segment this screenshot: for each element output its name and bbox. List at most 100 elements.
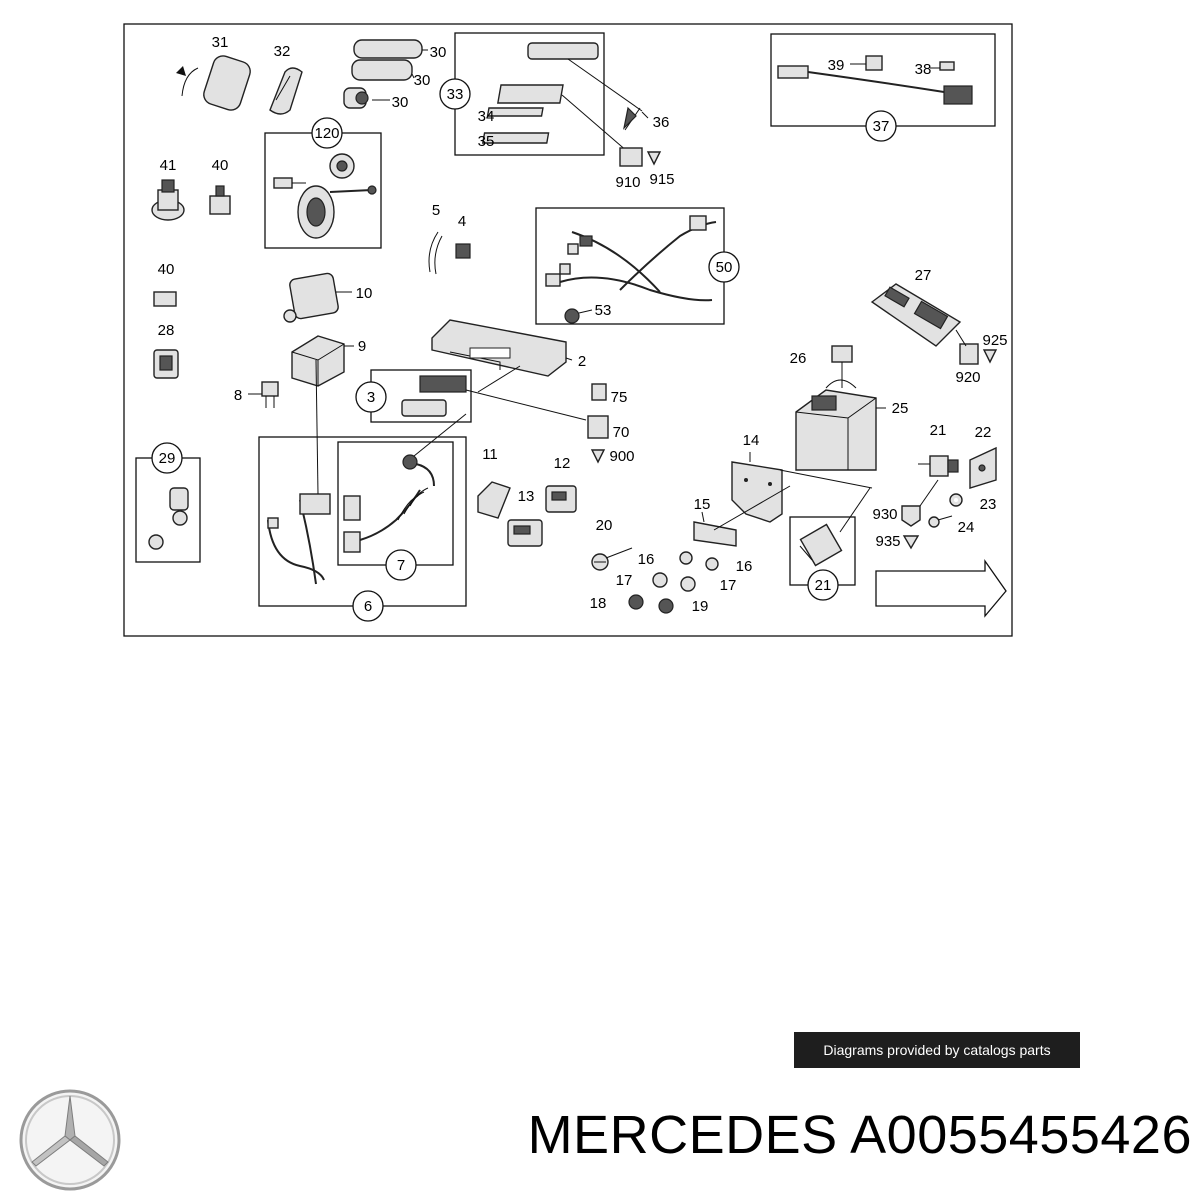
callout-50: 50 [716,259,733,276]
callout-circle-21 [807,569,839,601]
callout-11: 11 [482,446,498,463]
callout-3: 3 [367,389,375,406]
callout-39: 39 [828,57,845,74]
callout-38: 38 [915,61,932,78]
callout-34: 34 [478,108,495,125]
callout-27: 27 [915,267,932,284]
callout-32: 32 [274,43,291,60]
callout-17b: 17 [720,577,737,594]
part-14-bracket [731,452,783,523]
part-13-switch [507,519,543,547]
part-70-relay [587,415,609,439]
part-120-horn [273,153,377,239]
part-7-coil-cable [343,413,467,553]
callout-910: 910 [615,174,640,191]
callout-120: 120 [314,125,339,142]
part-935-terminal [902,535,920,550]
callout-935: 935 [875,533,900,550]
catalog-credit-banner: Diagrams provided by catalogs parts [794,1032,1080,1068]
callout-925: 925 [982,332,1007,349]
callout-19: 19 [692,598,709,615]
mercedes-star-icon [19,1089,121,1191]
callout-36: 36 [653,114,670,131]
leader-lines [779,469,873,533]
callout-31: 31 [212,34,229,51]
callout-2: 2 [578,353,586,370]
callout-21b: 21 [815,577,832,594]
callout-30c: 30 [392,94,409,111]
part-3-fuse-box [401,365,587,421]
callout-23: 23 [980,496,997,513]
callout-30b: 30 [414,72,431,89]
callout-24: 24 [958,519,975,536]
callout-37: 37 [873,118,890,135]
part-29-key [148,487,189,550]
part-6-harness [267,359,331,585]
callout-25: 25 [892,400,909,417]
part-5-strap [428,231,443,275]
callout-20: 20 [596,517,613,534]
part-16-washers [679,551,719,571]
callout-41: 41 [160,157,177,174]
callout-7: 7 [397,557,405,574]
part-31-cover [176,55,251,111]
part-75-relay [591,383,607,401]
callout-15: 15 [694,496,711,513]
callout-12: 12 [554,455,571,472]
callout-10: 10 [356,285,373,302]
group-box-6 [258,436,467,607]
part-930-terminal [901,479,939,527]
part-9-control-unit [291,335,354,387]
callout-18: 18 [590,595,607,612]
part-40-relay [153,291,177,307]
callout-17a: 17 [616,572,633,589]
part-10-motor [283,272,352,323]
callout-circle-7 [385,549,417,581]
part-30-lamps [343,39,428,109]
page-title: MERCEDES A0055455426 [527,1105,1192,1165]
part-25-battery [795,362,886,471]
part-4-clip [455,243,471,259]
part-17-washers [652,572,696,592]
callout-circle-3 [355,381,387,413]
callout-circle-50 [708,251,740,283]
callout-28: 28 [158,322,175,339]
callout-70: 70 [613,424,630,441]
callout-5: 5 [432,202,440,219]
part-37-cable [777,55,973,105]
callout-16a: 16 [638,551,655,568]
callout-circle-6 [352,590,384,622]
callout-29: 29 [159,450,176,467]
callout-14: 14 [743,432,760,449]
part-18-nut [628,594,644,610]
part-41-socket [151,179,185,221]
callout-40b: 40 [158,261,175,278]
callout-21a: 21 [930,422,947,439]
part-11-switch [477,481,511,519]
direction-arrow [875,558,1007,618]
callout-4: 4 [458,213,466,230]
callout-6: 6 [364,598,372,615]
callout-900: 900 [609,448,634,465]
part-28-switch [153,349,179,379]
callout-75: 75 [611,389,628,406]
callout-circle-29 [151,442,183,474]
callout-33: 33 [447,86,464,103]
diagram-frame [123,23,1013,637]
callout-53: 53 [595,302,612,319]
callout-915: 915 [649,171,674,188]
callout-930: 930 [872,506,897,523]
part-50-harness [545,215,717,324]
part-15-plate [693,485,791,547]
part-26-clamp [831,345,853,363]
callout-16b: 16 [736,558,753,575]
part-19-nut [658,598,674,614]
part-21-box-switch [799,523,843,567]
callout-22: 22 [975,424,992,441]
callout-8: 8 [234,387,242,404]
part-20-screw [591,547,633,571]
callout-30a: 30 [430,44,447,61]
callout-circle-120 [311,117,343,149]
callout-circle-37 [865,110,897,142]
part-900-terminal [590,449,606,464]
